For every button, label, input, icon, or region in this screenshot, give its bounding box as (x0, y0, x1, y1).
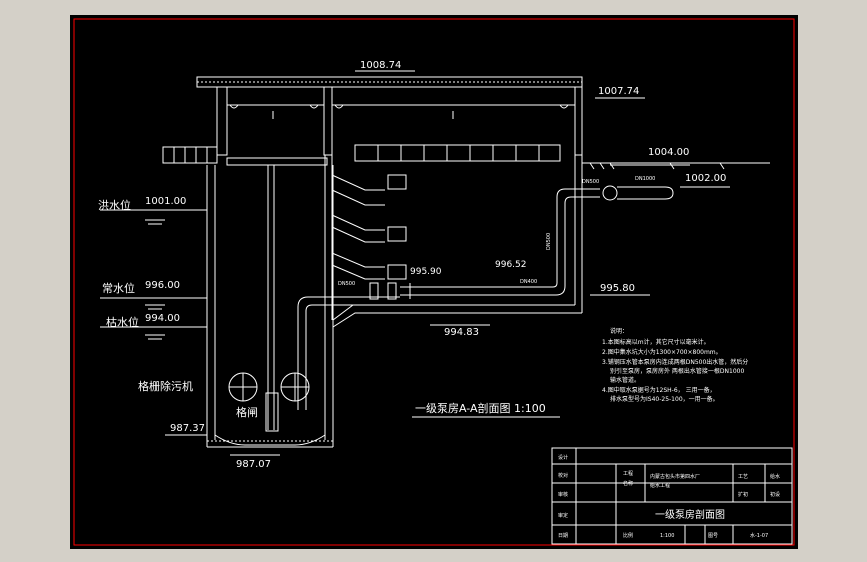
elev-normal: 996.00 (145, 280, 180, 291)
tb-right-b: 扩初 (738, 491, 748, 498)
label-low-level: 枯水位 (106, 315, 139, 329)
tb-row-label: 审核 (558, 491, 568, 498)
drawing-frame (73, 18, 795, 546)
label-normal-level: 常水位 (102, 281, 135, 295)
title-block-text: 设计 校对 审核 审定 日期 工程 名称 内蒙古包头市第四水厂 给水工程 工艺 … (558, 454, 780, 539)
label-dn1000: DN1000 (635, 176, 655, 182)
tb-drawing-title: 一级泵房剖面图 (655, 508, 725, 521)
upper-platform (354, 144, 561, 162)
tb-project: 内蒙古包头市第四水厂 (650, 473, 700, 480)
pump-house-walls (216, 86, 583, 156)
elev-floor-main: 994.83 (444, 327, 479, 338)
tb-row-label: 校对 (558, 472, 568, 479)
screen-platform (162, 146, 328, 166)
cad-canvas: 1008.74 1007.74 1004.00 1002.00 1001.00 … (70, 15, 798, 549)
elev-well-mid: 987.37 (170, 423, 205, 434)
notes-heading: 说明： (610, 327, 628, 335)
tb-drawing-no: 水-1-07 (750, 532, 768, 539)
label-screen-machine: 格栅除污机 (138, 379, 193, 393)
tb-scale: 1:100 (660, 533, 674, 539)
tb-scale-label: 比例 (623, 532, 633, 539)
label-dn500-left: DN500 (338, 281, 355, 287)
discharge-pipe (369, 282, 550, 300)
elev-ground: 1004.00 (648, 147, 689, 158)
note-line: 4.图中取水泵据号为12SH-6， 三用一备， (602, 386, 716, 394)
tb-right-b-val: 初设 (770, 491, 780, 498)
note-line: 排水泵型号为IS40-25-100，一用一备。 (610, 395, 719, 403)
tb-project-label: 名称 (623, 480, 633, 487)
tb-project-label: 工程 (623, 470, 633, 477)
elev-flood: 1001.00 (145, 196, 186, 207)
title-block (551, 447, 793, 545)
suction-pipe (297, 296, 400, 410)
note-line: 1.本图标高以m计，其它尺寸以毫米计。 (602, 338, 710, 346)
elev-pipe-b: 996.52 (495, 260, 527, 270)
label-dn500-riser: DN500 (546, 233, 552, 250)
riser-pipe (550, 185, 674, 296)
section-title: 一级泵房A-A剖面图 1:100 (415, 401, 546, 415)
valve-assemblies (331, 174, 407, 280)
elev-pipe-center: 1002.00 (685, 173, 726, 184)
tb-project-sub: 给水工程 (650, 482, 670, 489)
screen-rods (265, 165, 279, 432)
top-slab (196, 76, 583, 88)
elev-low: 994.00 (145, 313, 180, 324)
design-notes: 说明： 1.本图标高以m计，其它尺寸以毫米计。 2.图中集水坑大小为1300×7… (602, 327, 748, 403)
note-line: 别引至泵房，泵房房外 两根出水管接一根DN1000 (610, 367, 744, 375)
pump-circles (228, 372, 310, 402)
tb-row-label: 审定 (558, 512, 568, 519)
level-leaders (100, 70, 730, 456)
tb-row-label: 日期 (558, 533, 568, 539)
ground-line (582, 162, 770, 170)
elev-pipe-a: 995.90 (410, 267, 442, 277)
note-line: 2.图中集水坑大小为1300×700×800mm。 (602, 348, 722, 356)
elev-top-slab: 1008.74 (360, 60, 401, 71)
tb-no-label: 图号 (708, 533, 718, 539)
note-line: 输水管道。 (610, 376, 640, 384)
label-dn500-top: DN500 (582, 179, 599, 185)
section-drawing: 1008.74 1007.74 1004.00 1002.00 1001.00 … (73, 18, 795, 546)
wet-well (206, 165, 334, 448)
tb-right-a: 工艺 (738, 474, 748, 480)
label-gate: 格闸 (236, 405, 258, 419)
tb-row-label: 设计 (558, 454, 568, 461)
label-flood-level: 洪水位 (98, 198, 131, 212)
tb-right-a-val: 给水 (770, 473, 780, 480)
elev-well-bottom: 987.07 (236, 459, 271, 470)
elev-floor-right: 995.80 (600, 283, 635, 294)
label-dn400: DN400 (520, 279, 537, 285)
elev-roof-right: 1007.74 (598, 86, 639, 97)
note-line: 3.铺钢压水管本泵房内连成两根DN500出水管，然后分 (602, 358, 748, 366)
